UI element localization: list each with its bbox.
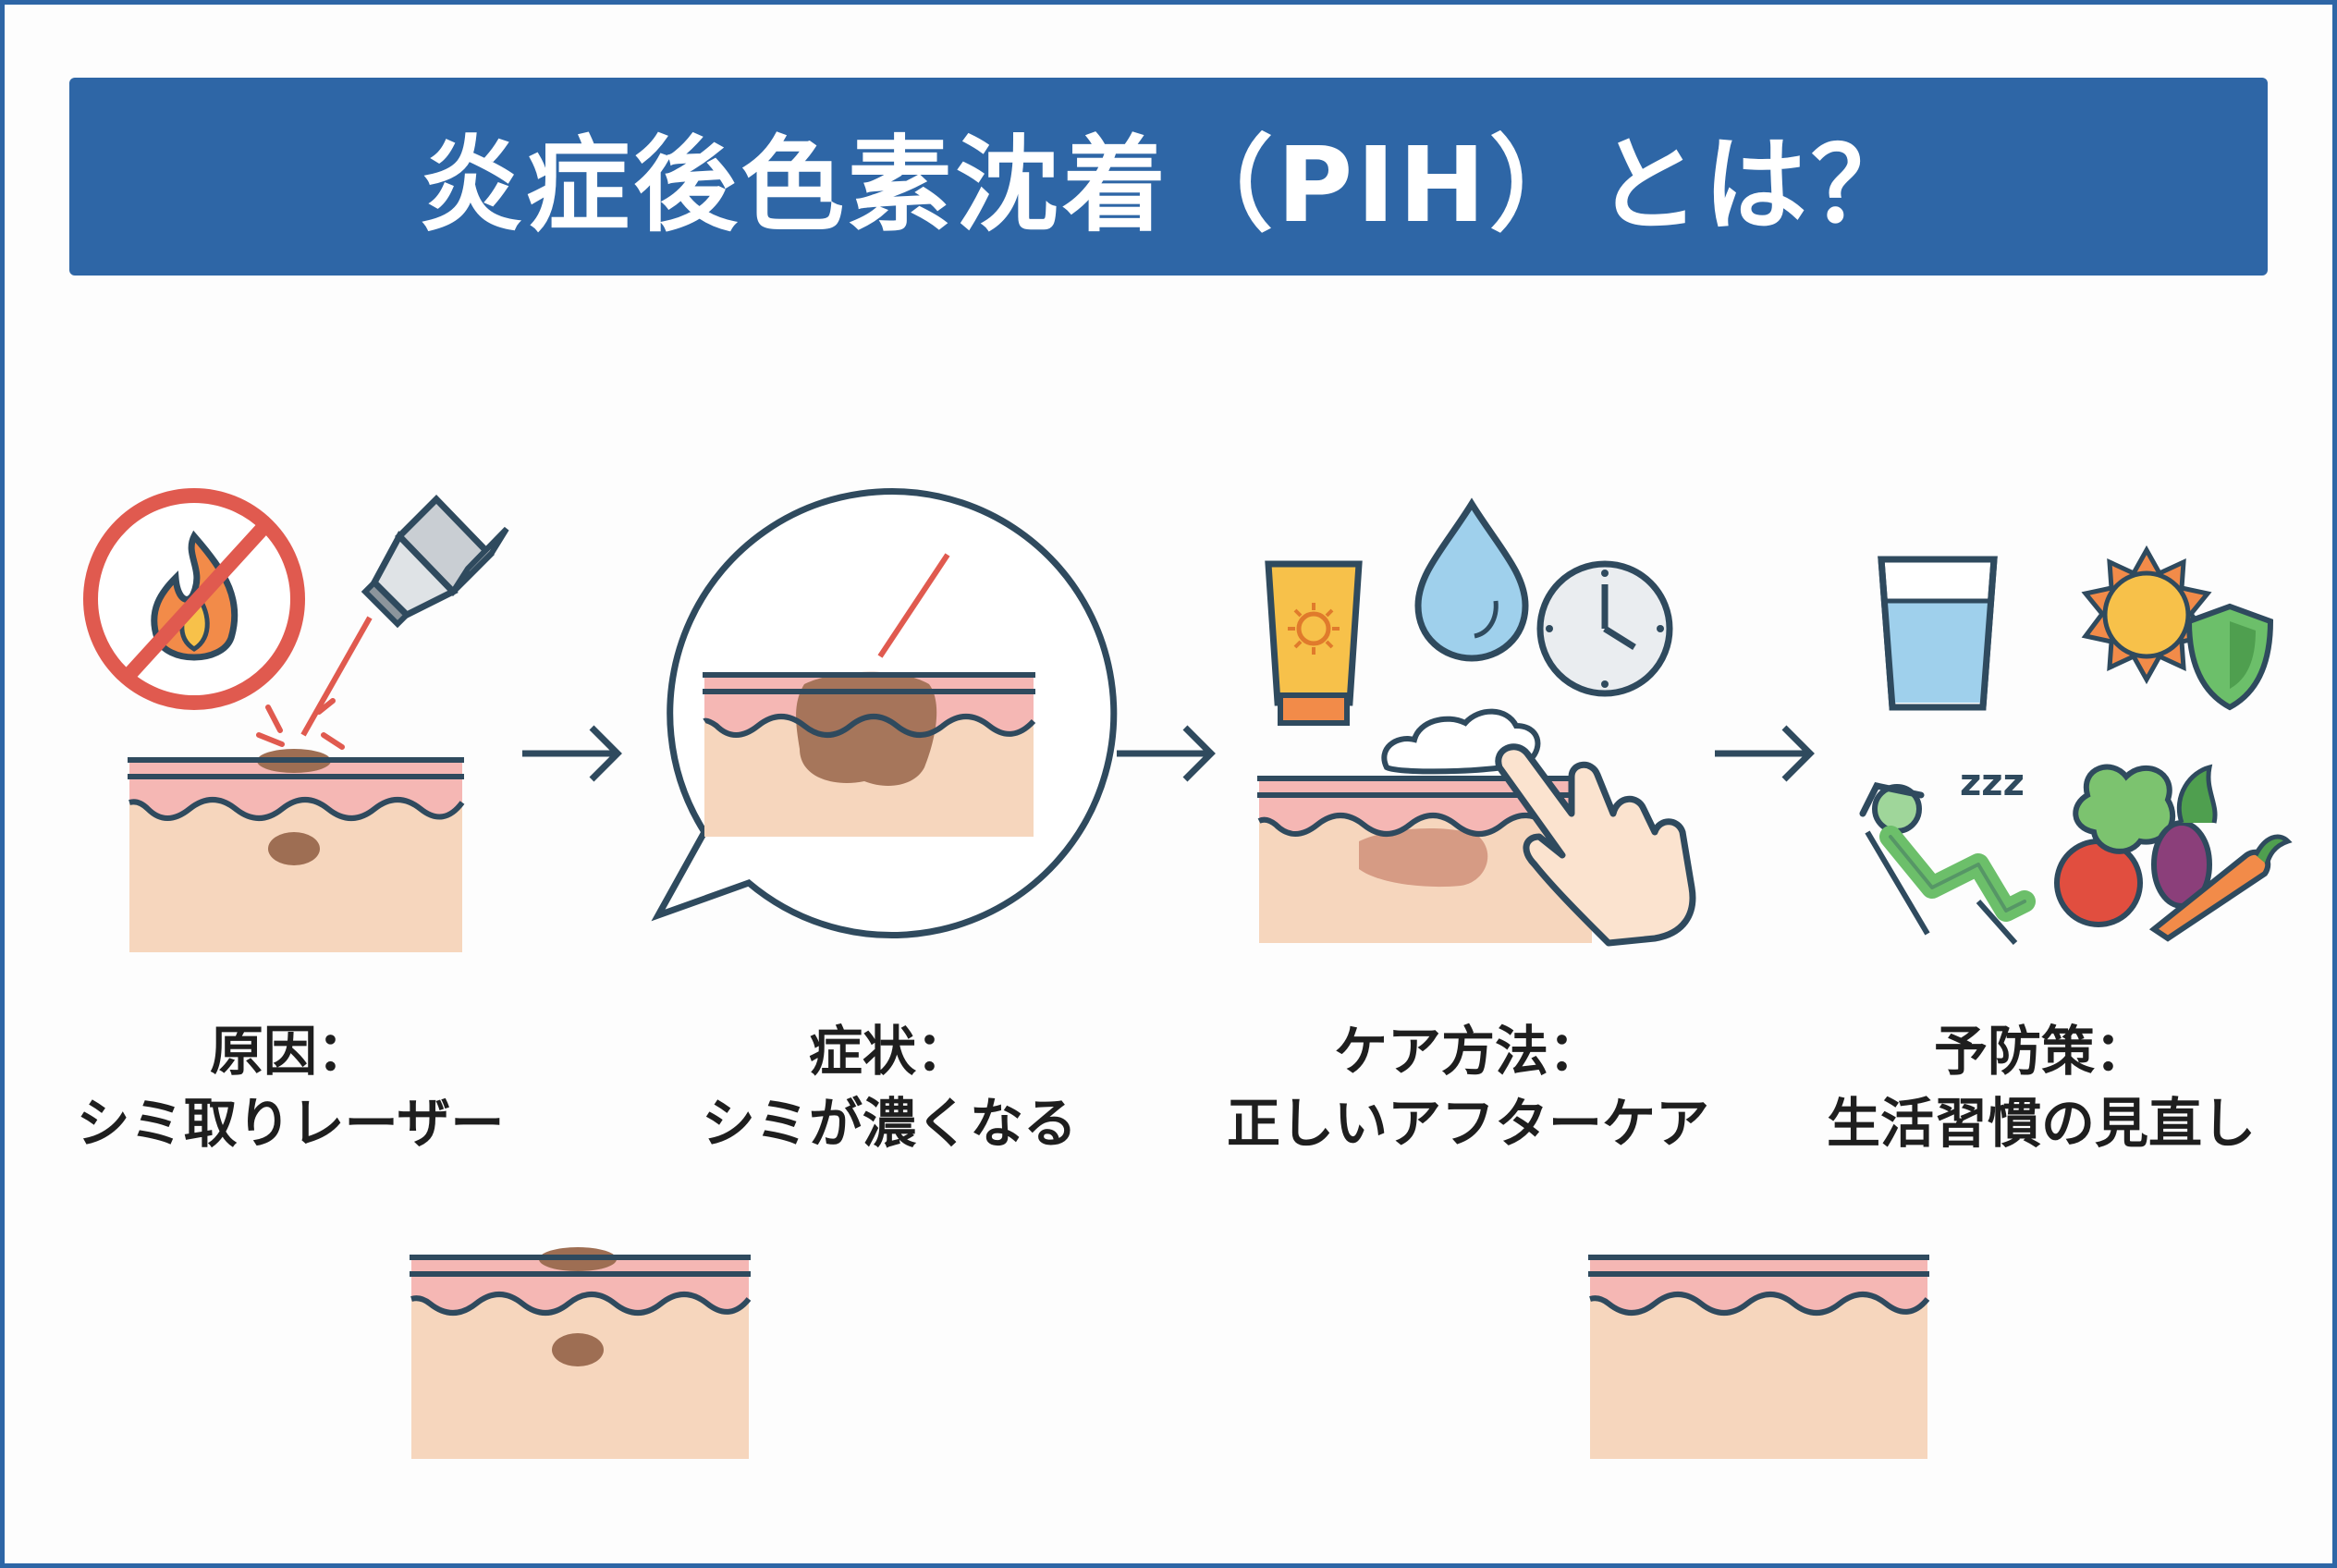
- step-heading: 症状：: [808, 1020, 970, 1083]
- vegetables-icon: [2054, 764, 2293, 942]
- step-heading: 予防策：: [1933, 1020, 2148, 1083]
- arrow-right-icon: [1715, 725, 1815, 782]
- clock-icon: [1536, 560, 1673, 697]
- water-drop-icon: [1414, 497, 1529, 662]
- zoom-bubble: [651, 488, 1118, 939]
- step-detail: シミが濃くなる: [701, 1092, 1077, 1155]
- step-detail: 生活習慣の見直し: [1826, 1092, 2256, 1155]
- arrow-right-icon: [1117, 725, 1216, 782]
- step-heading: 原因：: [209, 1020, 371, 1083]
- water-glass-icon: [1878, 556, 1998, 711]
- no-fire-icon: [83, 488, 305, 710]
- title-banner: 炎症後色素沈着（PIH）とは？: [69, 78, 2268, 276]
- step-heading: ケア方法：: [1333, 1020, 1602, 1083]
- step-prevention-caption: 予防策： 生活習慣の見直し: [1755, 1015, 2328, 1159]
- skin-cross-section-bottom-right: [1588, 1255, 1930, 1459]
- skin-cross-section-bottom-left: [410, 1247, 752, 1459]
- step-detail: シミ取りレーザー: [76, 1092, 505, 1155]
- sleep-zzz-text: zzz: [1960, 762, 2025, 804]
- sun-shield-icon: [2081, 545, 2274, 711]
- laser-device-icon: [256, 495, 509, 750]
- step-detail: 正しいアフターケア: [1226, 1092, 1709, 1155]
- resting-person-icon: zzz: [1859, 762, 2036, 945]
- step-cause-caption: 原因： シミ取りレーザー: [4, 1015, 577, 1159]
- sunscreen-tube-icon: [1265, 560, 1363, 726]
- page-title: 炎症後色素沈着（PIH）とは？: [419, 126, 1918, 246]
- step-symptom-caption: 症状： シミが濃くなる: [603, 1015, 1176, 1159]
- skin-cross-section-cause: [128, 749, 465, 952]
- hand-icon: [1495, 743, 1696, 947]
- step-care-caption: ケア方法： 正しいアフターケア: [1181, 1015, 1755, 1159]
- arrow-right-icon: [522, 725, 622, 782]
